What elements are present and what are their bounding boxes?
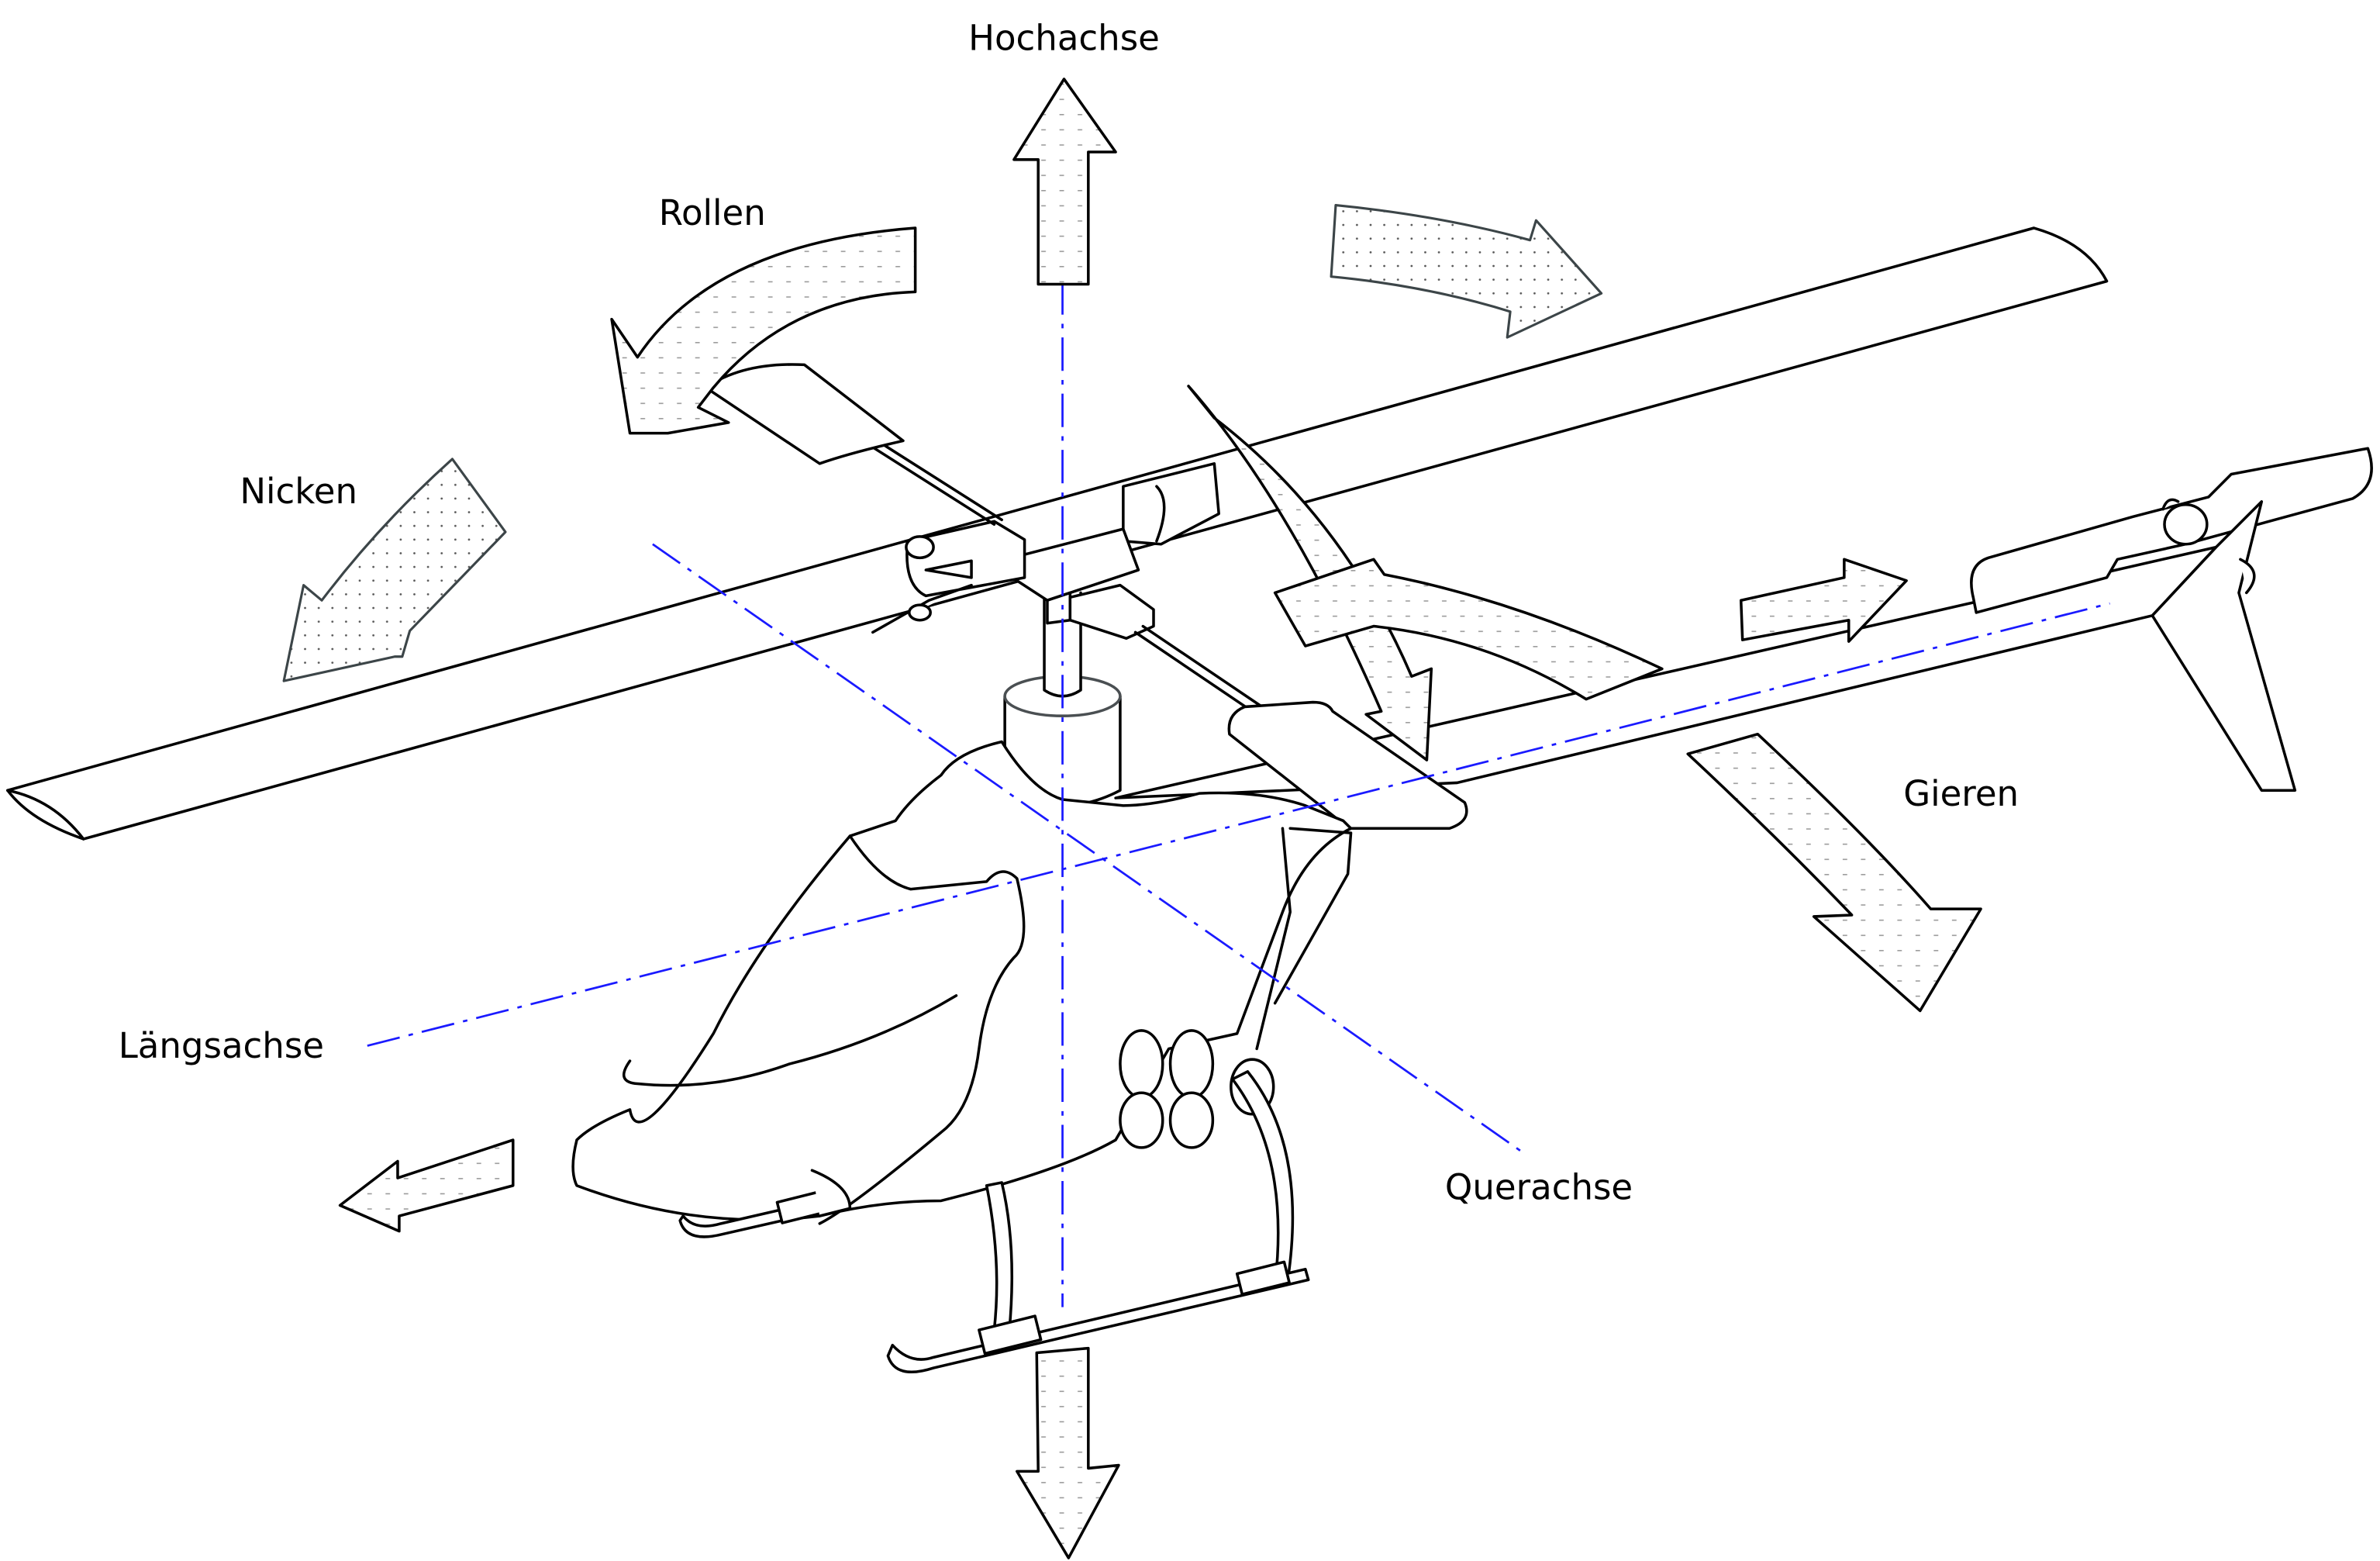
- label-vertical-axis: Hochachse: [968, 18, 1160, 59]
- vertical-fin: [2151, 500, 2297, 793]
- label-pitch: Nicken: [240, 471, 357, 512]
- roll-arrow-icon: [610, 226, 917, 435]
- pitch-arrow-icon: [282, 458, 507, 682]
- tail-rotor: [1970, 447, 2373, 793]
- longitudinal-axis-line: [367, 602, 2110, 1047]
- yaw-arrow-icon: [1686, 732, 1982, 1013]
- fuselage: [571, 740, 1353, 1225]
- vertical-down-arrow-icon: [1016, 1346, 1120, 1559]
- label-roll: Rollen: [659, 192, 766, 233]
- yaw-upper-arrow-icon: [1273, 558, 1664, 701]
- main-rotor-blade: [6, 226, 2109, 841]
- flybar-paddle-left: [704, 363, 905, 465]
- label-lateral-axis: Querachse: [1445, 1166, 1633, 1207]
- landing-gear: [678, 1029, 1310, 1374]
- longitudinal-forward-arrow-icon: [338, 1138, 515, 1233]
- label-yaw: Gieren: [1903, 773, 2019, 814]
- rotor-head: [871, 462, 1220, 640]
- label-longitudinal-axis: Längsachse: [119, 1025, 324, 1066]
- flybar: [868, 439, 1261, 713]
- tail-rotor-hub: [2163, 502, 2209, 546]
- tail-right-arrow-icon: [1739, 558, 1908, 643]
- roll-rotor-arrow-icon: [1187, 385, 1433, 762]
- vertical-up-arrow-icon: [1012, 78, 1117, 286]
- rotor-rotation-arrow-icon: [1330, 204, 1603, 339]
- lateral-axis-line: [652, 543, 1523, 1153]
